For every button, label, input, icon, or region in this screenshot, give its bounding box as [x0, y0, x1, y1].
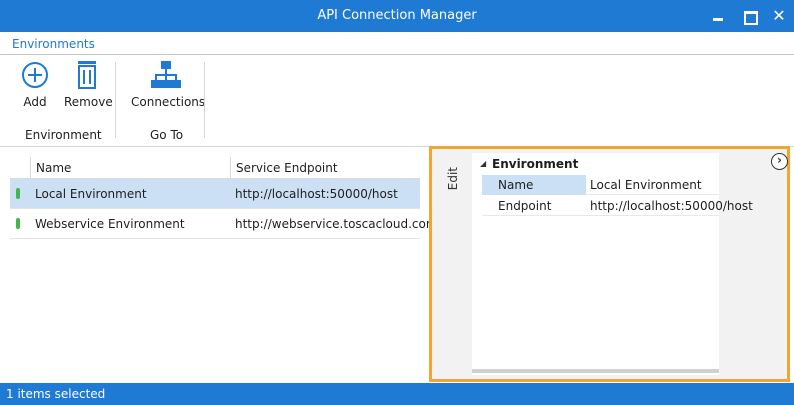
property-name: Endpoint: [498, 199, 552, 213]
group-separator: [204, 62, 205, 138]
network-icon: [151, 61, 181, 88]
minimize-icon[interactable]: [708, 6, 728, 26]
connections-button-label: Connections: [131, 95, 206, 109]
status-text: 1 items selected: [6, 387, 106, 401]
group-label-goto: Go To: [150, 128, 184, 142]
column-separator: [30, 157, 31, 179]
group-separator: [115, 62, 116, 138]
status-bar: 1 items selected: [0, 383, 794, 405]
environment-grid: Name Service Endpoint Local Environment …: [10, 157, 438, 239]
ribbon-divider: [0, 54, 794, 55]
property-panel: Edit ◢ Environment Name Local Environmen…: [429, 146, 790, 382]
maximize-icon[interactable]: [739, 6, 759, 26]
remove-button-label: Remove: [64, 95, 113, 109]
expand-icon[interactable]: ›: [771, 153, 788, 170]
horizontal-scrollbar[interactable]: [472, 369, 719, 373]
table-row[interactable]: Local Environment http://localhost:50000…: [10, 179, 420, 209]
table-row[interactable]: Webservice Environment http://webservice…: [10, 209, 438, 239]
close-icon[interactable]: ✕: [772, 6, 786, 25]
property-grid: ◢ Environment Name Local Environment End…: [472, 153, 753, 375]
tab-edit[interactable]: Edit: [446, 167, 460, 191]
collapse-arrow-icon[interactable]: ◢: [480, 159, 487, 168]
add-button-label: Add: [23, 95, 47, 109]
cell-endpoint: http://webservice.toscacloud.com: [235, 217, 438, 231]
window-title: API Connection Manager: [317, 8, 477, 23]
property-value[interactable]: http://localhost:50000/host: [590, 199, 753, 213]
property-value[interactable]: Local Environment: [590, 178, 702, 192]
title-bar: API Connection Manager ✕: [0, 0, 794, 32]
group-label-environment: Environment: [25, 128, 102, 142]
property-name: Name: [482, 175, 586, 195]
status-indicator: [16, 218, 20, 229]
add-button[interactable]: Add: [20, 61, 50, 109]
column-separator[interactable]: [230, 157, 231, 179]
status-indicator: [16, 188, 20, 199]
property-row-name[interactable]: Name Local Environment: [482, 175, 719, 195]
tab-environments[interactable]: Environments: [12, 37, 95, 51]
column-header-name[interactable]: Name: [36, 161, 72, 175]
grid-header: Name Service Endpoint: [10, 157, 420, 179]
connections-button[interactable]: Connections: [131, 61, 206, 109]
trash-icon: [78, 61, 96, 89]
remove-button[interactable]: Remove: [64, 61, 113, 109]
property-row-endpoint[interactable]: Endpoint http://localhost:50000/host: [482, 196, 753, 216]
ribbon-bottom-border: [0, 146, 794, 147]
cell-endpoint: http://localhost:50000/host: [235, 187, 398, 201]
category-title: Environment: [492, 157, 579, 171]
cell-name: Webservice Environment: [35, 217, 185, 231]
column-header-service-endpoint[interactable]: Service Endpoint: [236, 161, 338, 175]
cell-name: Local Environment: [35, 187, 147, 201]
add-circle-icon: [22, 62, 48, 88]
